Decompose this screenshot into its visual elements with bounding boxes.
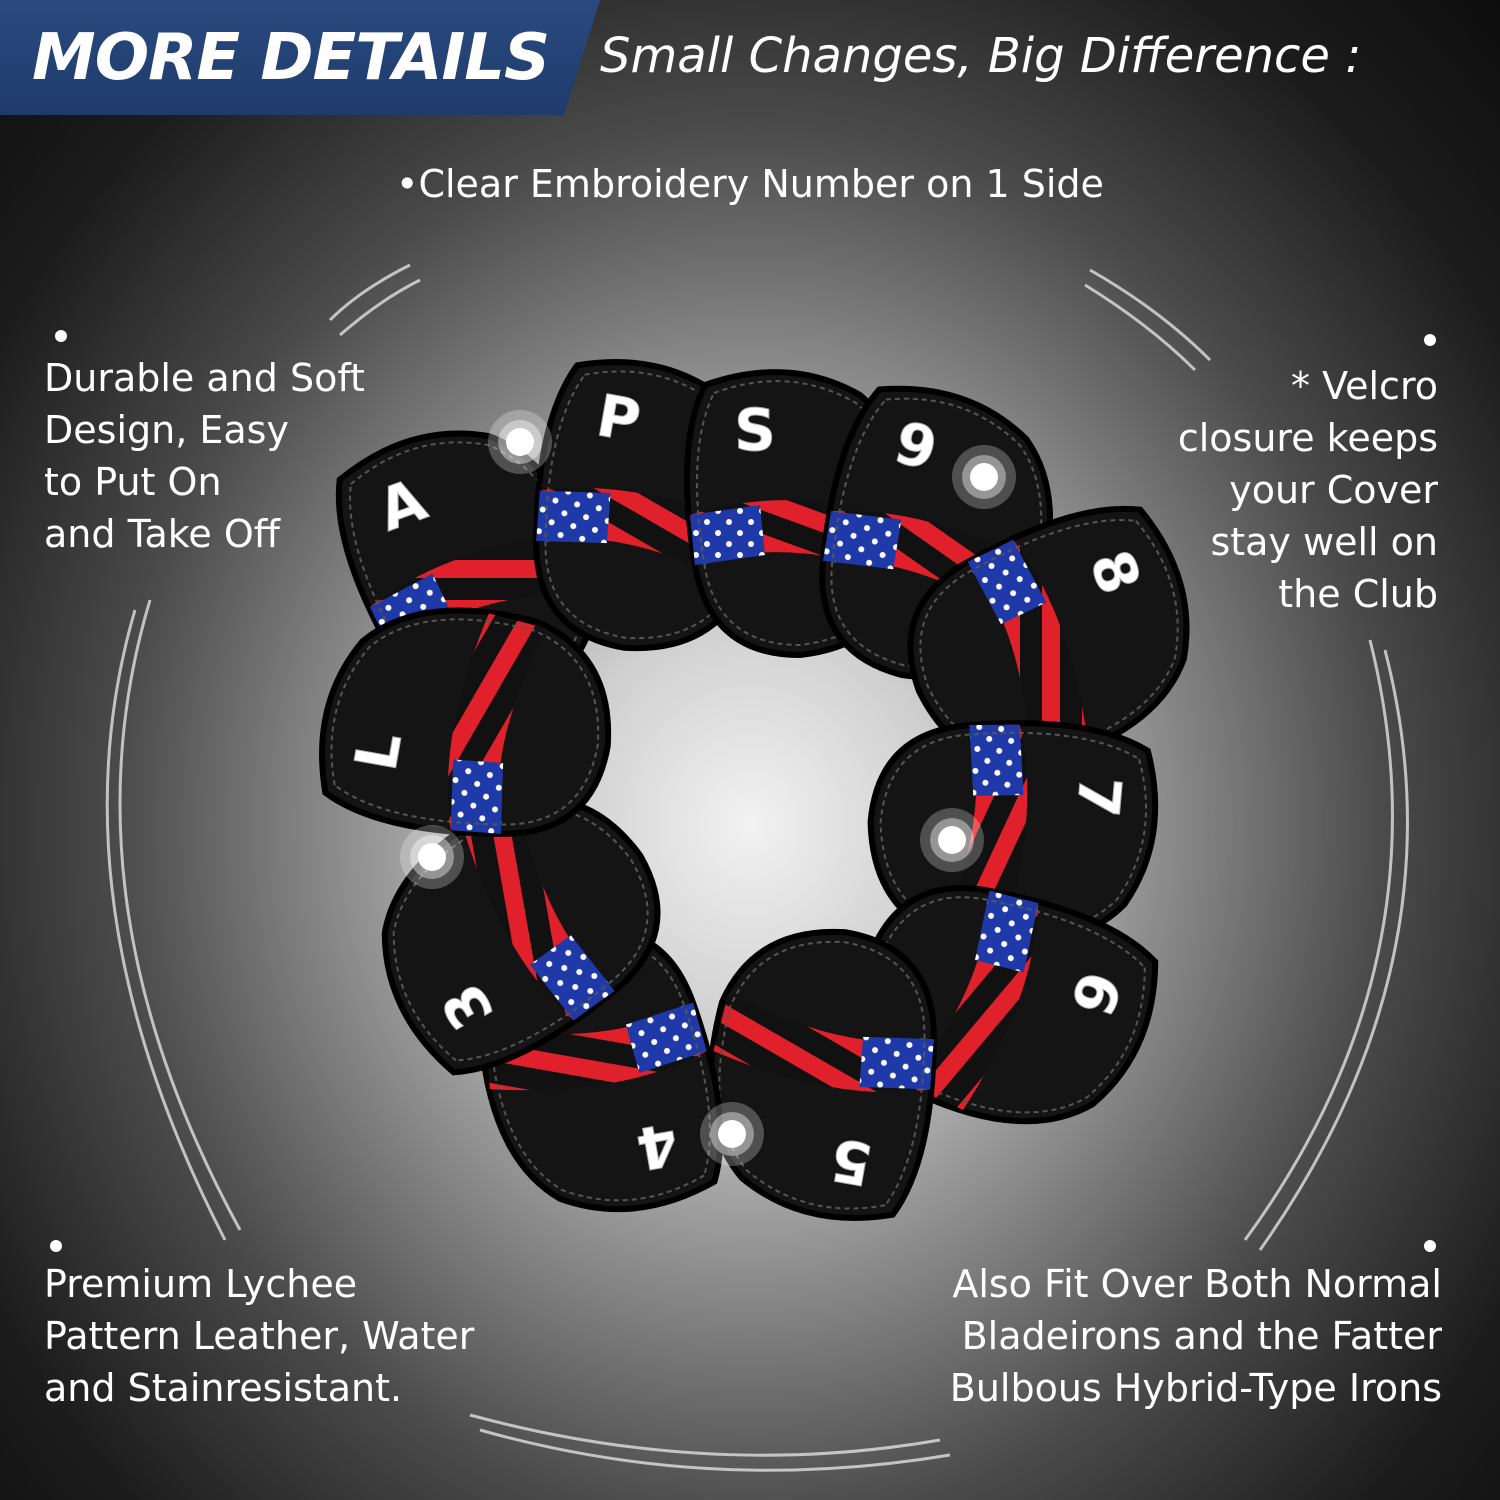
feature-embroidery: •Clear Embroidery Number on 1 Side — [396, 162, 1104, 206]
feature-fit: Also Fit Over Both Normal Bladeirons and… — [802, 1258, 1442, 1414]
bullet-top-left — [55, 330, 67, 342]
feature-velcro-line: * Velcro — [1291, 364, 1438, 408]
iron-cover: A — [318, 397, 626, 740]
iron-cover: 7 — [861, 709, 1162, 957]
iron-cover: 5 — [687, 913, 957, 1231]
iron-cover: 3 — [339, 759, 696, 1095]
feature-fit-line: Bladeirons and the Fatter — [961, 1314, 1442, 1358]
cover-number-label: 7 — [1063, 774, 1134, 820]
feature-durable-line: to Put On — [44, 460, 222, 504]
header-subtitle: Small Changes, Big Difference : — [600, 28, 1362, 84]
bullet-top-right — [1424, 334, 1436, 346]
feature-fit-line: Bulbous Hybrid-Type Irons — [949, 1366, 1442, 1410]
iron-cover: P — [513, 350, 783, 668]
feature-durable: Durable and Soft Design, Easy to Put On … — [44, 352, 404, 560]
bullet-bottom-right — [1424, 1240, 1436, 1252]
bullet-bottom-left — [50, 1240, 62, 1252]
cover-number-label: S — [734, 396, 776, 464]
hotspot-marker[interactable] — [962, 455, 1006, 499]
hotspot-marker[interactable] — [710, 1112, 754, 1156]
feature-velcro-line: closure keeps — [1177, 416, 1438, 460]
iron-cover: L — [310, 587, 628, 857]
iron-cover: S — [687, 372, 911, 655]
hotspot-marker[interactable] — [498, 420, 542, 464]
feature-leather-line: Pattern Leather, Water — [44, 1314, 475, 1358]
feature-velcro-line: the Club — [1278, 572, 1438, 616]
feature-velcro-line: your Cover — [1229, 468, 1438, 512]
iron-cover: 9 — [792, 372, 1082, 703]
iron-cover: 6 — [831, 853, 1174, 1161]
feature-velcro-line: stay well on — [1210, 520, 1438, 564]
feature-fit-line: Also Fit Over Both Normal — [952, 1262, 1442, 1306]
iron-cover: 8 — [880, 488, 1223, 796]
hotspot-marker[interactable] — [410, 835, 454, 879]
header-banner: MORE DETAILS — [0, 0, 600, 115]
iron-cover: 4 — [464, 913, 734, 1231]
feature-velcro: * Velcro closure keeps your Cover stay w… — [1098, 360, 1438, 620]
banner-title: MORE DETAILS — [32, 20, 550, 95]
hotspot-marker[interactable] — [930, 818, 974, 862]
feature-durable-line: Design, Easy — [44, 408, 289, 452]
feature-leather-line: and Stainresistant. — [44, 1366, 403, 1410]
feature-durable-line: Durable and Soft — [44, 356, 365, 400]
feature-leather: Premium Lychee Pattern Leather, Water an… — [44, 1258, 564, 1414]
feature-durable-line: and Take Off — [44, 512, 280, 556]
feature-leather-line: Premium Lychee — [44, 1262, 358, 1306]
